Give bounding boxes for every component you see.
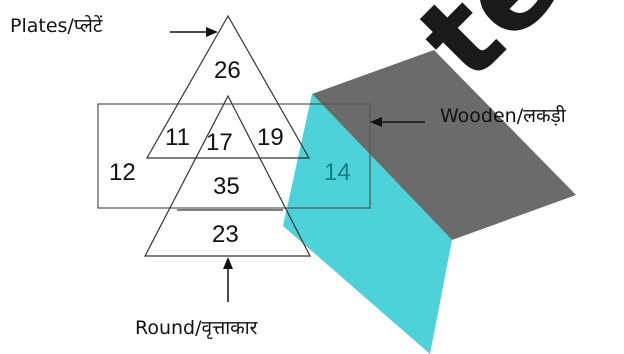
region-plates-round: 19 xyxy=(257,124,284,151)
plates-arrow xyxy=(170,27,218,37)
round-label: Round/वृत्ताकार xyxy=(135,317,259,340)
region-wooden-right: 14 xyxy=(324,159,351,186)
region-plates-wooden: 11 xyxy=(165,124,190,151)
wooden-rectangle xyxy=(97,103,371,209)
plates-triangle xyxy=(145,14,311,159)
region-plates-only: 26 xyxy=(214,57,241,84)
round-triangle xyxy=(144,94,311,257)
wooden-arrow xyxy=(370,117,425,127)
plates-label: Plates/प्लेटें xyxy=(10,14,103,37)
region-round-wooden: 35 xyxy=(213,173,240,200)
region-wooden-only: 12 xyxy=(109,159,136,186)
gray-panel xyxy=(312,50,576,240)
cyan-panel xyxy=(283,94,452,354)
round-arrow xyxy=(223,257,233,302)
region-round-only: 23 xyxy=(212,221,239,248)
wooden-label: Wooden/लकड़ी xyxy=(440,104,567,127)
region-all-three: 17 xyxy=(206,129,233,156)
